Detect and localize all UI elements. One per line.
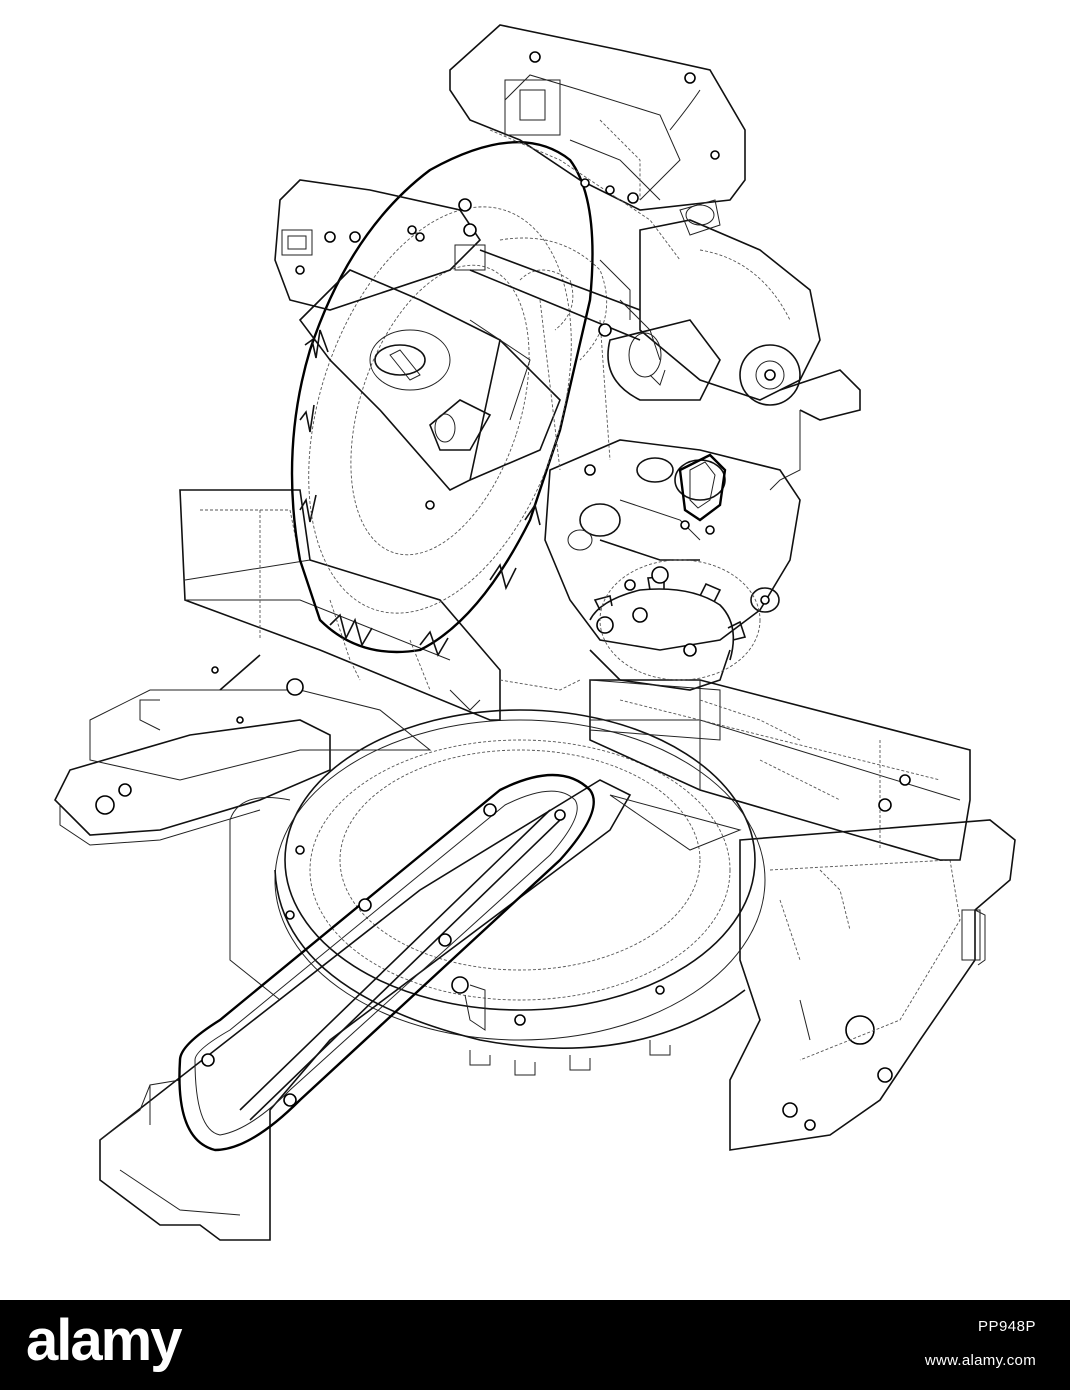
arm-rails — [469, 249, 715, 535]
wireframe-svg — [54, 24, 1016, 1241]
alamy-logo: alamy — [26, 1308, 184, 1373]
detail-lines — [211, 599, 851, 1041]
site-url: www.alamy.com — [924, 1352, 1036, 1369]
turntable — [229, 709, 766, 1076]
extension-arm — [99, 773, 632, 1241]
motor-cylinder — [607, 199, 861, 491]
base-plate — [54, 719, 1016, 1151]
alamy-logo-text: alamy — [26, 1308, 182, 1373]
miter-saw-wireframe-drawing — [54, 24, 1016, 1241]
fence — [89, 489, 971, 861]
motor-housing — [274, 179, 608, 491]
footer-bar: alamy PP948P www.alamy.com — [0, 1300, 1070, 1390]
handle — [449, 24, 746, 261]
pivot-mechanism — [544, 439, 801, 741]
saw-blade — [290, 141, 594, 657]
image-id: PP948P — [977, 1318, 1036, 1335]
